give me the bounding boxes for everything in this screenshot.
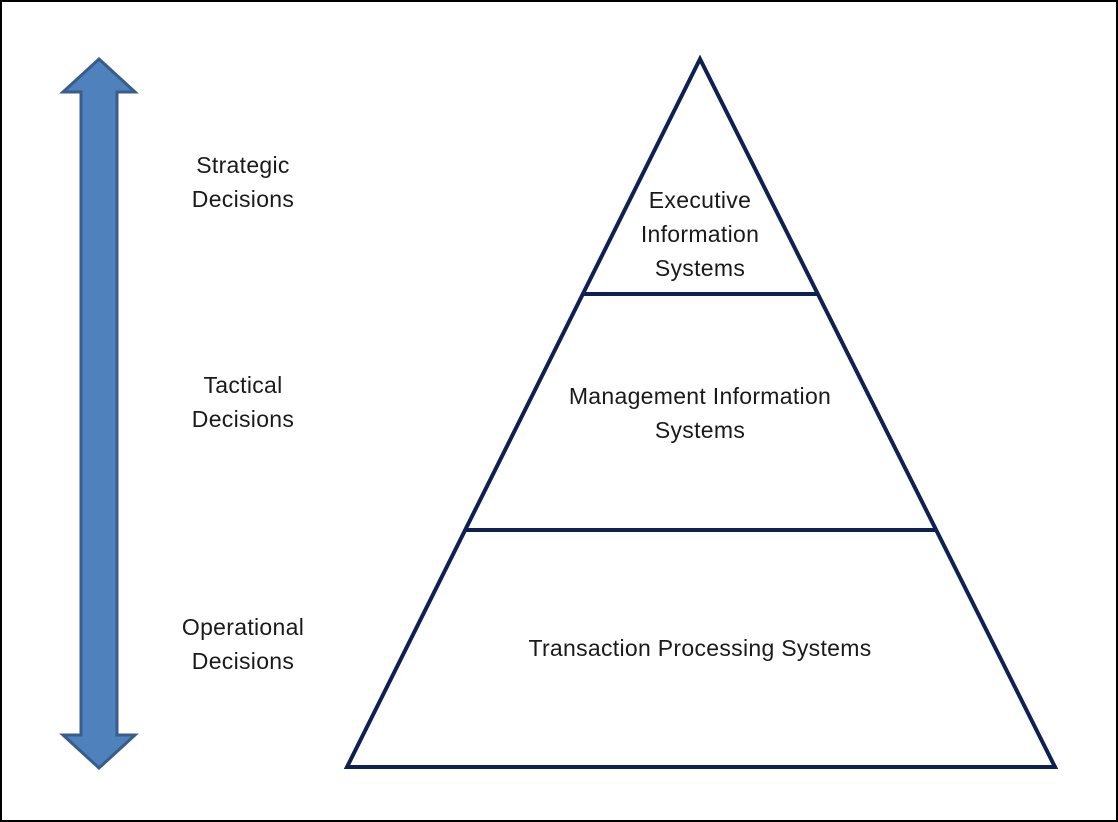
transaction-processing-systems-label: Transaction Processing Systems <box>528 635 872 661</box>
pyramid-outline <box>343 54 1059 769</box>
executive-information-systems-label: Executive Information Systems <box>640 187 760 281</box>
tactical-decisions-label: Tactical Decisions <box>191 372 295 432</box>
operational-decisions-label: Operational Decisions <box>181 614 305 674</box>
management-information-systems-label: Management Information Systems <box>568 383 832 443</box>
strategic-decisions-label: Strategic Decisions <box>191 152 295 212</box>
decision-level-arrow <box>59 56 139 771</box>
